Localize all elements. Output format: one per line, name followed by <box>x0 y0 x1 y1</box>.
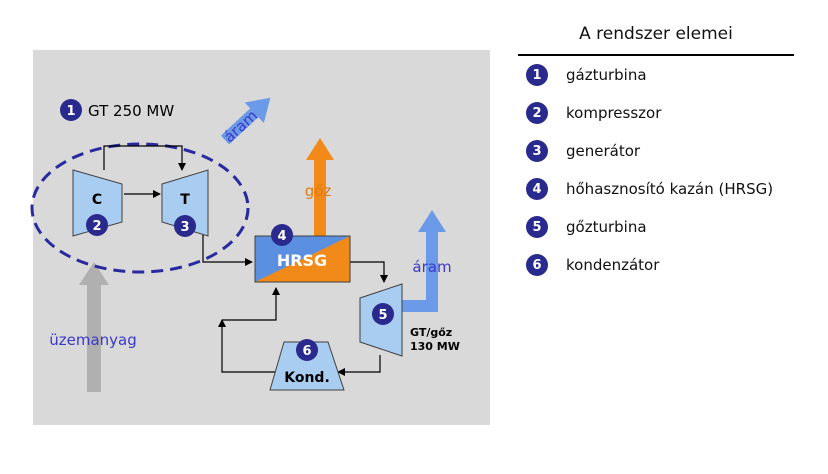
hrsg <box>254 235 351 283</box>
legend-badge: 5 <box>526 216 548 238</box>
badge-4 <box>271 224 293 246</box>
fuel-label: üzemanyag <box>49 331 137 349</box>
gas-turbine-boundary <box>30 142 250 274</box>
power-arrow-2 <box>402 210 446 312</box>
badge-3 <box>174 215 196 237</box>
badge-5-number: 5 <box>378 308 387 323</box>
badge-6-number: 6 <box>302 344 311 359</box>
legend-badge: 1 <box>526 64 548 86</box>
badge-1 <box>60 99 82 121</box>
gas-turbine-label: GT 250 MW <box>88 102 174 120</box>
legend-label: generátor <box>566 142 641 160</box>
legend-item: 1 gázturbina <box>518 56 794 94</box>
legend-item: 2 kompresszor <box>518 94 794 132</box>
badge-5 <box>372 303 394 325</box>
steam-label: gőz <box>305 182 332 200</box>
compressor-letter: C <box>92 192 102 208</box>
power-arrow-1 <box>220 97 271 145</box>
piping <box>103 145 388 376</box>
hrsg-label: HRSG <box>277 251 327 270</box>
badge-4-number: 4 <box>277 229 286 244</box>
pipe-steam-turbine-to-condenser <box>337 355 381 376</box>
legend-badge: 3 <box>526 140 548 162</box>
legend-badge: 2 <box>526 102 548 124</box>
legend-badge: 4 <box>526 178 548 200</box>
pipe-turbine-to-hrsg <box>202 228 253 266</box>
pipe-hrsg-to-steam-turbine <box>350 261 388 283</box>
badge-2-number: 2 <box>92 219 101 234</box>
condenser-label: Kond. <box>284 370 330 386</box>
legend-label: hőhasznosító kazán (HRSG) <box>566 180 774 198</box>
badge-3-number: 3 <box>180 220 189 235</box>
compressor <box>72 169 123 237</box>
legend-label: gőzturbina <box>566 218 647 236</box>
steam-turbine-caption-1: GT/gőz <box>410 326 452 339</box>
steam-turbine-caption-2: 130 MW <box>410 340 460 353</box>
fuel-arrow <box>79 262 109 392</box>
legend-badge: 6 <box>526 254 548 276</box>
legend-item: 4 hőhasznosító kazán (HRSG) <box>518 170 794 208</box>
pipe-return-to-hrsg <box>222 287 280 321</box>
power-label-2: áram <box>412 258 451 276</box>
legend-item: 5 gőzturbina <box>518 208 794 246</box>
legend: A rendszer elemei 1 gázturbina 2 kompres… <box>518 20 794 284</box>
legend-item: 6 kondenzátor <box>518 246 794 284</box>
legend-label: gázturbina <box>566 66 647 84</box>
turbine-letter: T <box>180 192 190 208</box>
pipe-compressor-to-turbine <box>103 145 186 171</box>
legend-label: kondenzátor <box>566 256 660 274</box>
legend-item: 3 generátor <box>518 132 794 170</box>
badge-6 <box>296 339 318 361</box>
badge-2 <box>86 214 108 236</box>
badge-1-number: 1 <box>66 104 75 119</box>
steam-arrow <box>306 138 334 236</box>
turbine <box>161 169 209 237</box>
legend-label: kompresszor <box>566 104 662 122</box>
power-plant-diagram: C 2 T 3 1 GT 250 MW áram HRSG 4 gőz 5 GT… <box>30 50 490 425</box>
legend-title: A rendszer elemei <box>518 20 794 56</box>
pipe-condenser-return <box>218 319 280 373</box>
